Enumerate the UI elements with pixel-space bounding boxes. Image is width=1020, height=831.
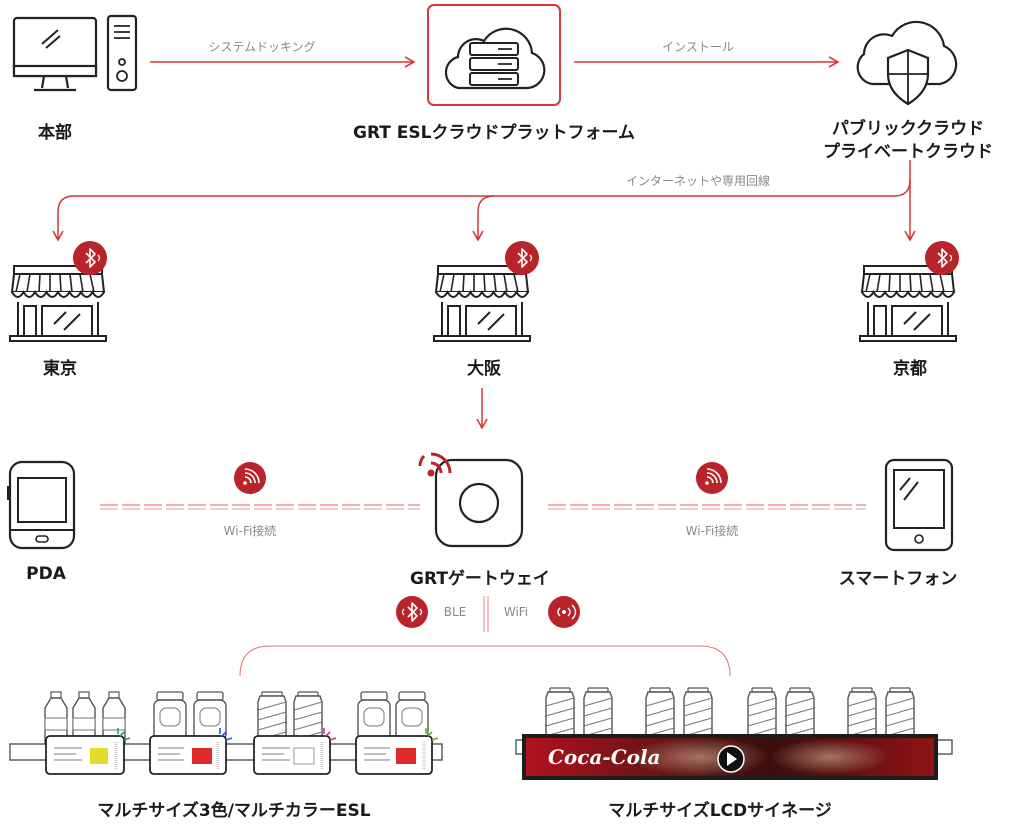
edge-label-internet-line: インターネットや専用回線 bbox=[625, 174, 771, 188]
node-label-public-private-cloud: パブリッククラウド プライベートクラウド bbox=[823, 118, 993, 164]
esl-tag bbox=[149, 728, 233, 775]
esl-tag bbox=[253, 728, 337, 775]
connection-arc bbox=[239, 645, 731, 677]
bluetooth-icon bbox=[924, 240, 960, 276]
node-label-pda: PDA bbox=[26, 564, 66, 584]
smartphone-icon bbox=[884, 458, 954, 552]
wifi-icon bbox=[695, 461, 729, 495]
esl-tag bbox=[355, 728, 439, 775]
node-label-tokyo: 東京 bbox=[43, 359, 77, 379]
wifi-link-right bbox=[548, 504, 866, 510]
edge-label-wifi-right: Wi-Fi接続 bbox=[685, 524, 739, 538]
bluetooth-icon bbox=[396, 596, 428, 628]
store-icon bbox=[9, 265, 107, 342]
esl-tag bbox=[45, 728, 131, 775]
cloud-shield-icon bbox=[856, 20, 958, 106]
node-label-smartphone: スマートフォン bbox=[838, 569, 958, 589]
node-label-kyoto: 京都 bbox=[893, 359, 927, 379]
public-cloud-label: パブリッククラウド bbox=[831, 119, 985, 139]
node-label-esl: マルチサイズ3色/マルチカラーESL bbox=[97, 801, 371, 821]
wifi-icon bbox=[233, 461, 267, 495]
signage-brand-logo: Coca-Cola bbox=[548, 745, 661, 769]
wifi-icon bbox=[548, 596, 580, 628]
edge-label-install: インストール bbox=[662, 40, 734, 54]
desktop-computer-icon bbox=[12, 14, 138, 92]
cloud-server-icon bbox=[427, 4, 561, 106]
edge-label-ble: BLE bbox=[443, 605, 467, 619]
lcd-signage bbox=[522, 734, 938, 780]
node-label-osaka: 大阪 bbox=[467, 359, 501, 379]
edge-label-wifi-left: Wi-Fi接続 bbox=[223, 524, 277, 538]
wifi-link-left bbox=[100, 504, 420, 510]
network-line-tokyo bbox=[52, 160, 911, 242]
store-icon bbox=[859, 265, 957, 342]
edge-label-wifi: WiFi bbox=[503, 605, 529, 619]
node-label-lcd: マルチサイズLCDサイネージ bbox=[608, 801, 832, 821]
gateway-icon bbox=[418, 452, 524, 548]
bluetooth-icon bbox=[72, 240, 108, 276]
bluetooth-icon bbox=[504, 240, 540, 276]
lcd-shelf bbox=[515, 687, 953, 780]
esl-shelf bbox=[9, 691, 443, 775]
edge-label-system-docking: システムドッキング bbox=[208, 40, 316, 54]
node-label-hq: 本部 bbox=[38, 123, 72, 143]
node-label-cloud-platform: GRT ESLクラウドプラットフォーム bbox=[353, 123, 635, 143]
private-cloud-label: プライベートクラウド bbox=[823, 142, 993, 162]
store-icon bbox=[433, 265, 531, 342]
tablet-icon bbox=[7, 460, 76, 550]
node-label-gateway: GRTゲートウェイ bbox=[410, 569, 550, 589]
network-line-osaka bbox=[472, 195, 495, 242]
